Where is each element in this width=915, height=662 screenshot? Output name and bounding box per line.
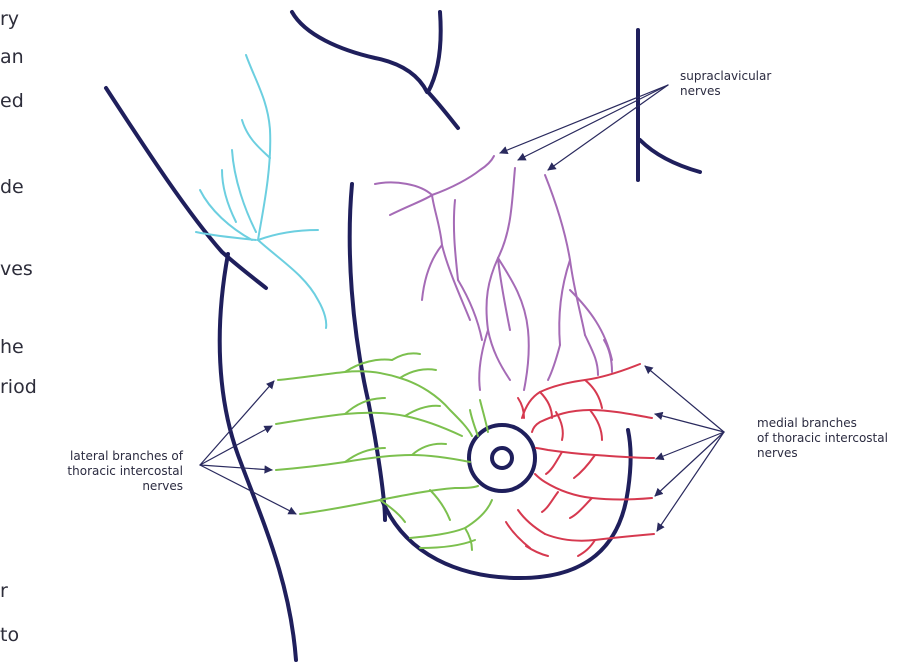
left-shoulder-line (106, 88, 266, 288)
label-medial-line-3: nerves (757, 446, 888, 461)
label-lateral-branches: lateral branches of thoracic intercostal… (20, 449, 183, 494)
nipple (492, 448, 512, 468)
neck-curve (428, 12, 458, 128)
breast-underline (382, 430, 631, 578)
label-lateral-line-1: lateral branches of (20, 449, 183, 464)
body-outline (106, 12, 700, 660)
annotation-arrows (200, 85, 724, 531)
label-lateral-line-2: thoracic intercostal (20, 464, 183, 479)
label-supraclavicular-nerves: supraclavicular nerves (680, 69, 771, 99)
areola (469, 425, 535, 491)
cyan-nerves (196, 55, 326, 328)
neck-line (292, 12, 427, 92)
right-shoulder-curve (640, 140, 700, 172)
label-lateral-line-3: nerves (20, 479, 183, 494)
label-medial-line-2: of thoracic intercostal (757, 431, 888, 446)
left-torso-line (220, 254, 296, 660)
label-medial-branches: medial branches of thoracic intercostal … (757, 416, 888, 461)
inner-arm-line (350, 184, 385, 520)
label-supraclavicular-line-2: nerves (680, 84, 771, 99)
label-medial-line-1: medial branches (757, 416, 888, 431)
purple-nerves (375, 156, 612, 390)
label-supraclavicular-line-1: supraclavicular (680, 69, 771, 84)
